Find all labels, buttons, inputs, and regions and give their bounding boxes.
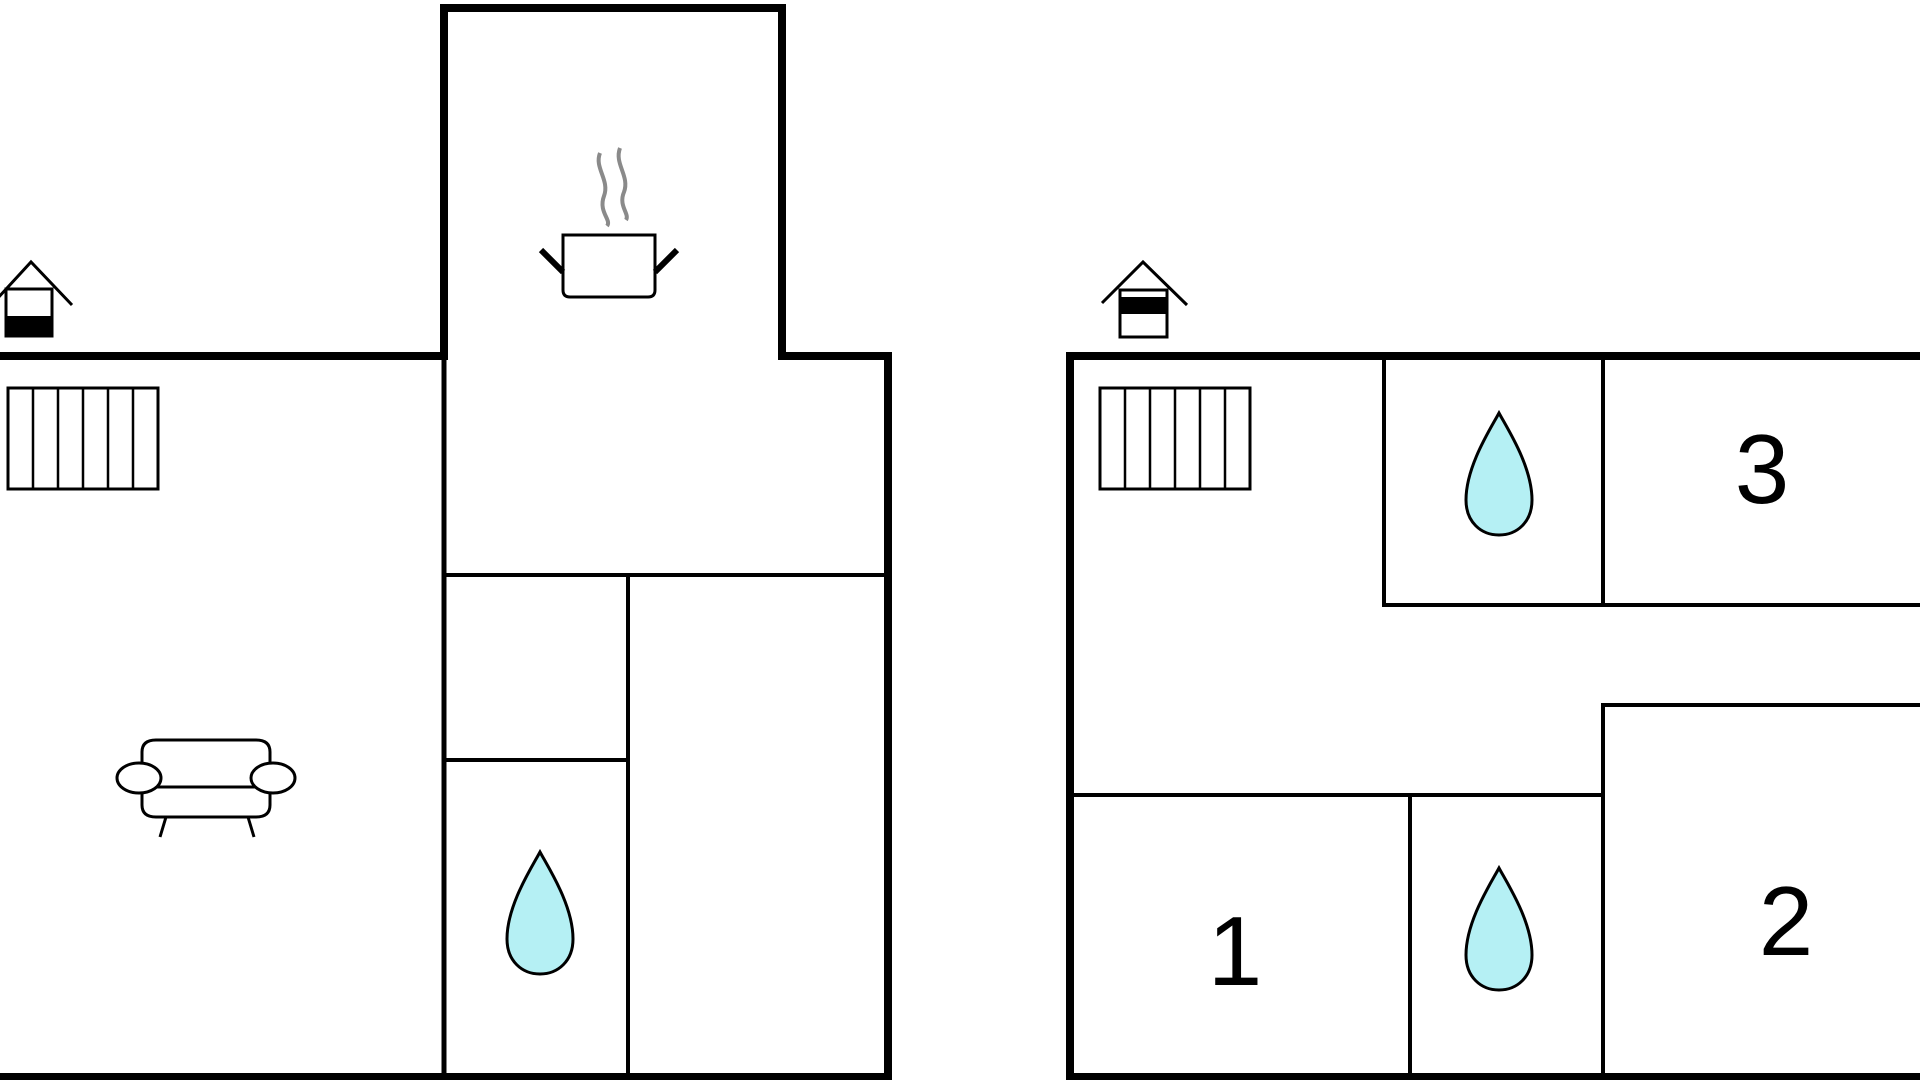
- room-number-3: 3: [1735, 414, 1790, 524]
- outer-walls: [1066, 352, 1920, 1080]
- radiator-icon: [1098, 386, 1252, 491]
- cooking-pot-icon: [538, 147, 680, 299]
- floor-level-house-icon: [0, 259, 74, 338]
- outer-walls: [0, 4, 892, 1080]
- floor-plan-left: [0, 4, 892, 1080]
- wall-upper-rooms: [1382, 356, 1920, 607]
- water-drop-icon: [1464, 411, 1534, 537]
- wall-room2: [1601, 703, 1920, 1077]
- room-number-2: 2: [1759, 866, 1814, 976]
- floor-level-house-icon: [1100, 259, 1189, 339]
- room-number-1: 1: [1208, 896, 1263, 1006]
- radiator-icon: [6, 386, 160, 491]
- floor-plan-right: 3 1 2: [1066, 259, 1920, 1080]
- water-drop-icon: [1464, 866, 1534, 992]
- water-drop-icon: [505, 850, 575, 976]
- sofa-icon: [115, 738, 297, 838]
